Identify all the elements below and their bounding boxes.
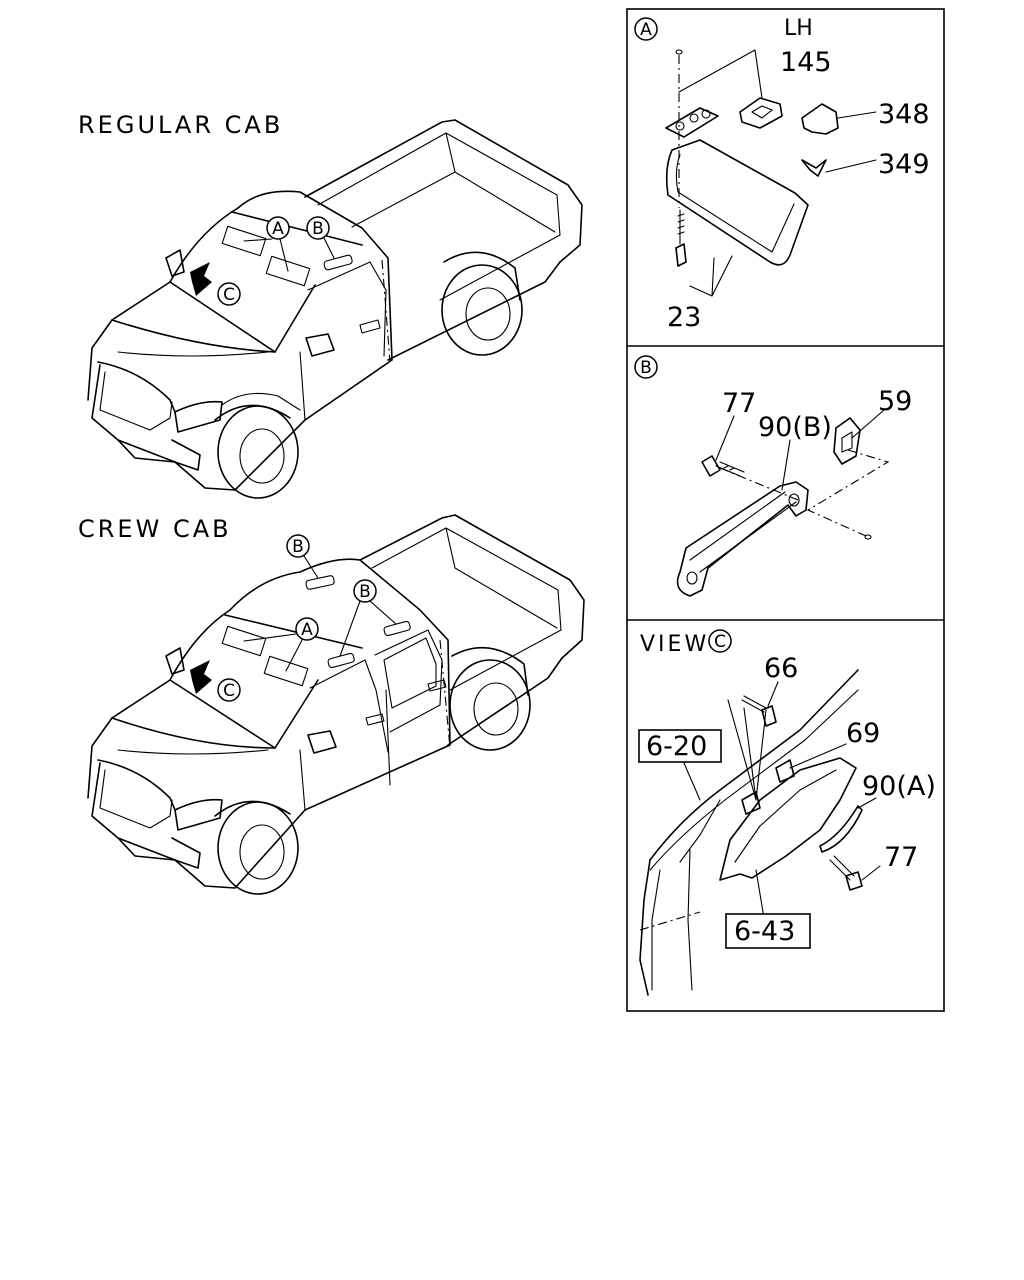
panel-a-part-348: 348 xyxy=(878,99,930,130)
crew-marker-c-circle xyxy=(217,678,241,702)
regular-marker-b-circle xyxy=(306,216,330,240)
panel-c-marker: C xyxy=(714,632,726,652)
panel-c-ref-643: 6-43 xyxy=(734,916,795,947)
regular-marker-a: A xyxy=(272,219,284,239)
panel-b-part-59: 59 xyxy=(878,386,912,417)
crew-marker-c: C xyxy=(223,681,235,701)
crew-marker-b1-circle xyxy=(286,534,310,558)
panel-c-part-90a: 90(A) xyxy=(862,771,936,802)
panel-a-part-145: 145 xyxy=(780,47,832,78)
panel-b-part-77: 77 xyxy=(722,388,756,419)
panel-a-part-349: 349 xyxy=(878,149,930,180)
crew-cab-illustration: CREW CAB xyxy=(78,514,585,895)
detail-panels-frame xyxy=(626,8,945,1012)
panel-c-part-77: 77 xyxy=(884,842,918,873)
regular-cab-illustration: REGULAR CAB xyxy=(78,111,583,499)
crew-marker-a: A xyxy=(301,620,313,640)
panel-a-part-23: 23 xyxy=(667,302,701,333)
panel-a-marker-circle xyxy=(634,17,658,41)
panel-b-part-90b: 90(B) xyxy=(758,412,832,443)
panel-c-ref-643-box xyxy=(725,913,811,949)
crew-cab-label: CREW CAB xyxy=(78,515,232,543)
panel-a-sun-visor: A LH 145 348 349 23 xyxy=(634,16,930,333)
crew-marker-b2: B xyxy=(359,582,371,602)
panel-c-part-69: 69 xyxy=(846,718,880,749)
regular-marker-a-circle xyxy=(266,216,290,240)
panel-b-marker-circle xyxy=(634,355,658,379)
panel-c-part-66: 66 xyxy=(764,653,798,684)
crew-marker-b1: B xyxy=(292,537,304,557)
crew-marker-a-circle xyxy=(295,617,319,641)
regular-marker-c: C xyxy=(223,285,235,305)
panel-c-view-label: VIEW xyxy=(640,632,709,657)
regular-marker-c-circle xyxy=(217,282,241,306)
panel-c-ref-620: 6-20 xyxy=(646,731,707,762)
panel-b-marker: B xyxy=(640,358,652,378)
panel-b-assist-grip: B 77 90(B) 59 xyxy=(634,355,912,597)
regular-marker-b: B xyxy=(312,219,324,239)
crew-marker-b2-circle xyxy=(353,579,377,603)
panel-c-ref-620-box xyxy=(638,729,722,763)
panel-c-view-c: VIEW C 66 69 90(A) 77 xyxy=(638,629,936,996)
panel-a-marker: A xyxy=(640,20,652,40)
panel-a-side-label: LH xyxy=(784,16,813,41)
panel-c-marker-circle xyxy=(708,629,732,653)
regular-cab-label: REGULAR CAB xyxy=(78,111,283,139)
